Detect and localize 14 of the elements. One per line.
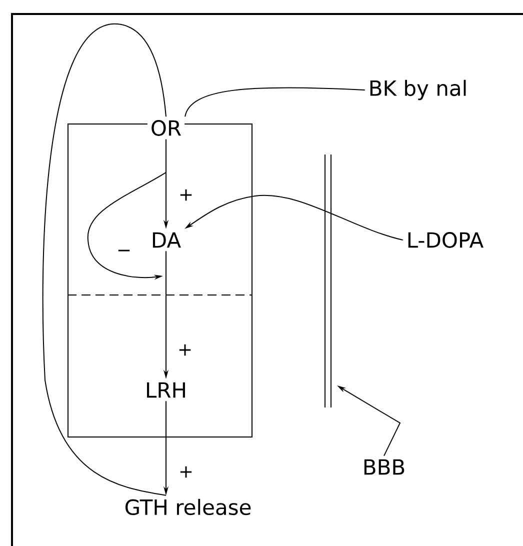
node-label: DA bbox=[148, 229, 184, 251]
input-label: L-DOPA bbox=[403, 229, 487, 251]
input-label: BK by nal bbox=[365, 76, 471, 104]
edge-label: − bbox=[118, 250, 130, 252]
edge-label: + bbox=[180, 189, 192, 201]
callout-label: BBB bbox=[359, 456, 409, 478]
membrane-drawing bbox=[324, 154, 332, 408]
connector-line bbox=[42, 24, 166, 496]
node-label: OR bbox=[147, 117, 185, 139]
connector-line bbox=[184, 87, 366, 118]
node-label: GTH release bbox=[121, 496, 255, 518]
node-label: LRH bbox=[142, 379, 190, 401]
edge-label: + bbox=[179, 344, 191, 356]
edge-label: + bbox=[180, 466, 192, 478]
